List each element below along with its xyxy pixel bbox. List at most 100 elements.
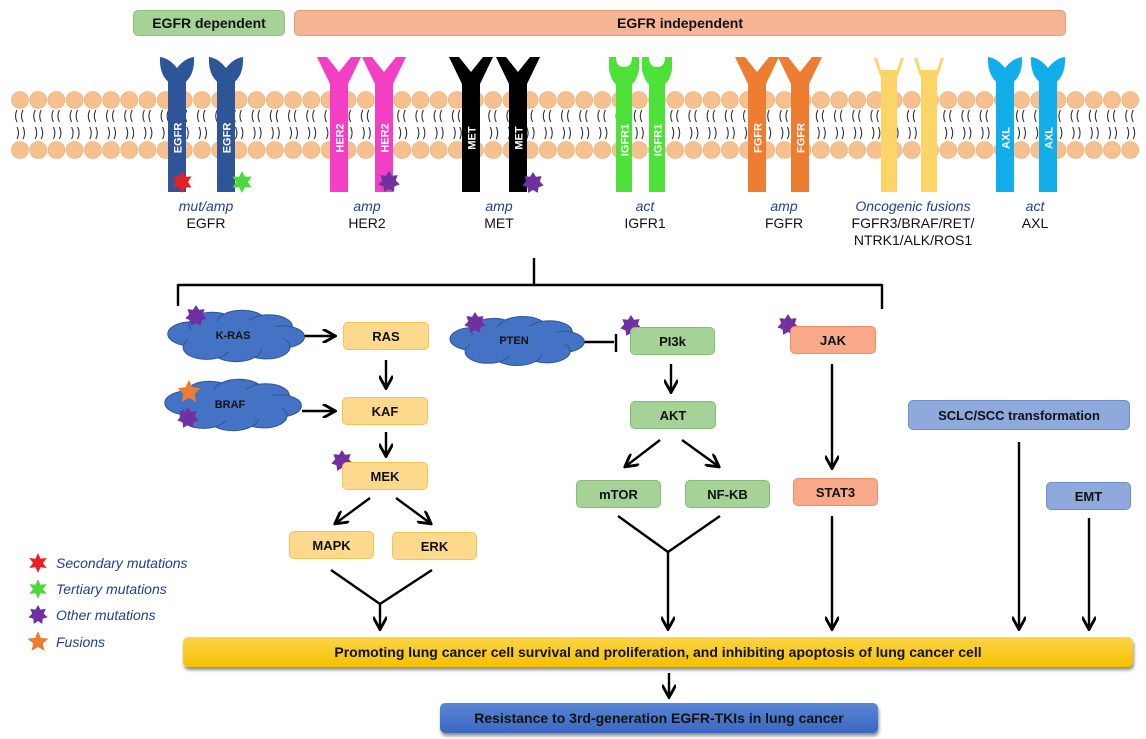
lipid-head — [1085, 91, 1103, 109]
legend-label: Tertiary mutations — [56, 581, 167, 597]
akt-to-nfkb-arrow — [681, 439, 718, 466]
receptor-bar-label: AXL — [1044, 127, 1056, 149]
receptor-egfr: EGFR — [159, 57, 195, 192]
lipid-head — [538, 91, 557, 109]
legend-other-mutations: Other mutations — [28, 605, 156, 625]
receptor-fusions — [874, 58, 904, 192]
egfr-independent-header: EGFR independent — [294, 10, 1066, 36]
lipid-head — [393, 141, 412, 159]
lipid-head — [1012, 91, 1030, 109]
receptor-met: MET — [449, 57, 493, 192]
receptor-igfr1: IGFR1 — [642, 57, 672, 192]
receptor-bar-label: IGFR1 — [620, 124, 632, 156]
emt-node: EMT — [1046, 482, 1131, 510]
akt-to-mtor-arrow — [626, 439, 661, 466]
lipid-head — [1012, 141, 1030, 159]
lipid-head — [775, 91, 794, 109]
merge-line — [667, 515, 721, 553]
lipid-head — [356, 91, 375, 109]
kaf-node: KAF — [342, 397, 428, 425]
stat3-node: STAT3 — [793, 478, 878, 506]
lipid-head — [575, 91, 594, 109]
merge-line — [379, 568, 433, 606]
lipid-head — [47, 91, 66, 109]
lipid-head — [356, 141, 375, 159]
other-mutation-star-icon — [185, 305, 207, 326]
pathway-arrows — [176, 258, 1089, 696]
kras-cloud — [167, 309, 305, 363]
lipid-head — [1066, 141, 1085, 159]
mek-node: MEK — [342, 462, 428, 490]
merge-line — [330, 569, 381, 605]
lipid-head — [1121, 141, 1139, 159]
lipid-head — [957, 141, 976, 159]
lipid-head — [775, 141, 794, 159]
lipid-head — [29, 91, 48, 109]
receptor-axl: AXL — [987, 57, 1023, 192]
green-star-icon — [29, 579, 47, 599]
lipid-head — [29, 141, 48, 159]
lipid-head — [1103, 141, 1121, 159]
receptor-fgfr: FGFR — [778, 57, 822, 192]
pten-label: PTEN — [499, 335, 529, 347]
mek-to-erk-arrow — [395, 497, 430, 523]
lipid-head — [65, 91, 84, 109]
lipid-head — [902, 141, 921, 159]
lipid-head — [102, 141, 120, 159]
lipid-head — [284, 91, 302, 109]
merge-line — [617, 515, 669, 553]
lipid-head — [1066, 91, 1085, 109]
lipid-head — [939, 91, 958, 109]
receptor-her2: HER2 — [317, 57, 361, 192]
lipid-head — [120, 141, 138, 159]
lipid-head — [429, 91, 448, 109]
lipid-head — [720, 91, 739, 109]
lipid-head — [575, 141, 594, 159]
lipid-head — [848, 141, 867, 159]
receptor-bar-label: MET — [514, 126, 526, 150]
receptor-bar-label: EGFR — [173, 123, 185, 154]
lipid-head — [593, 91, 612, 109]
lipid-head — [265, 141, 284, 159]
legend-label: Other mutations — [56, 607, 156, 623]
legend-label: Fusions — [56, 634, 106, 650]
promoting-survival-bar: Promoting lung cancer cell survival and … — [183, 637, 1133, 667]
lipid-head — [102, 91, 120, 109]
lipid-head — [302, 91, 321, 109]
lipid-head — [193, 141, 211, 159]
mapk-node: MAPK — [289, 531, 374, 559]
other-mutation-star-icon — [177, 407, 199, 428]
lipid-head — [975, 141, 994, 159]
lipid-head — [11, 141, 29, 159]
lipid-head — [65, 141, 84, 159]
lipid-head — [484, 141, 503, 159]
lipid-head — [11, 91, 29, 109]
pi3k-node: PI3k — [630, 327, 715, 355]
receptor-bar-label: IGFR1 — [653, 124, 665, 156]
receptor-bar-label: MET — [467, 126, 479, 150]
lipid-head — [84, 91, 102, 109]
lipid-head — [138, 91, 157, 109]
legend-label: Secondary mutations — [56, 555, 188, 571]
receptor-fusions — [914, 58, 944, 192]
receptor-her2: HER2 — [362, 57, 406, 192]
lipid-head — [47, 141, 66, 159]
lipid-head — [629, 141, 648, 159]
ras-node: RAS — [343, 322, 429, 350]
lipid-head — [593, 141, 612, 159]
lipid-head — [666, 91, 685, 109]
braf-label: BRAF — [214, 399, 246, 411]
nfkb-node: NF-KB — [685, 480, 770, 508]
receptor-bar-label: FGFR — [753, 123, 765, 153]
lipid-head — [629, 91, 648, 109]
lipid-head — [538, 141, 557, 159]
receptor-fgfr: FGFR — [735, 57, 779, 192]
sclc-transformation-node: SCLC/SCC transformation — [908, 400, 1130, 430]
